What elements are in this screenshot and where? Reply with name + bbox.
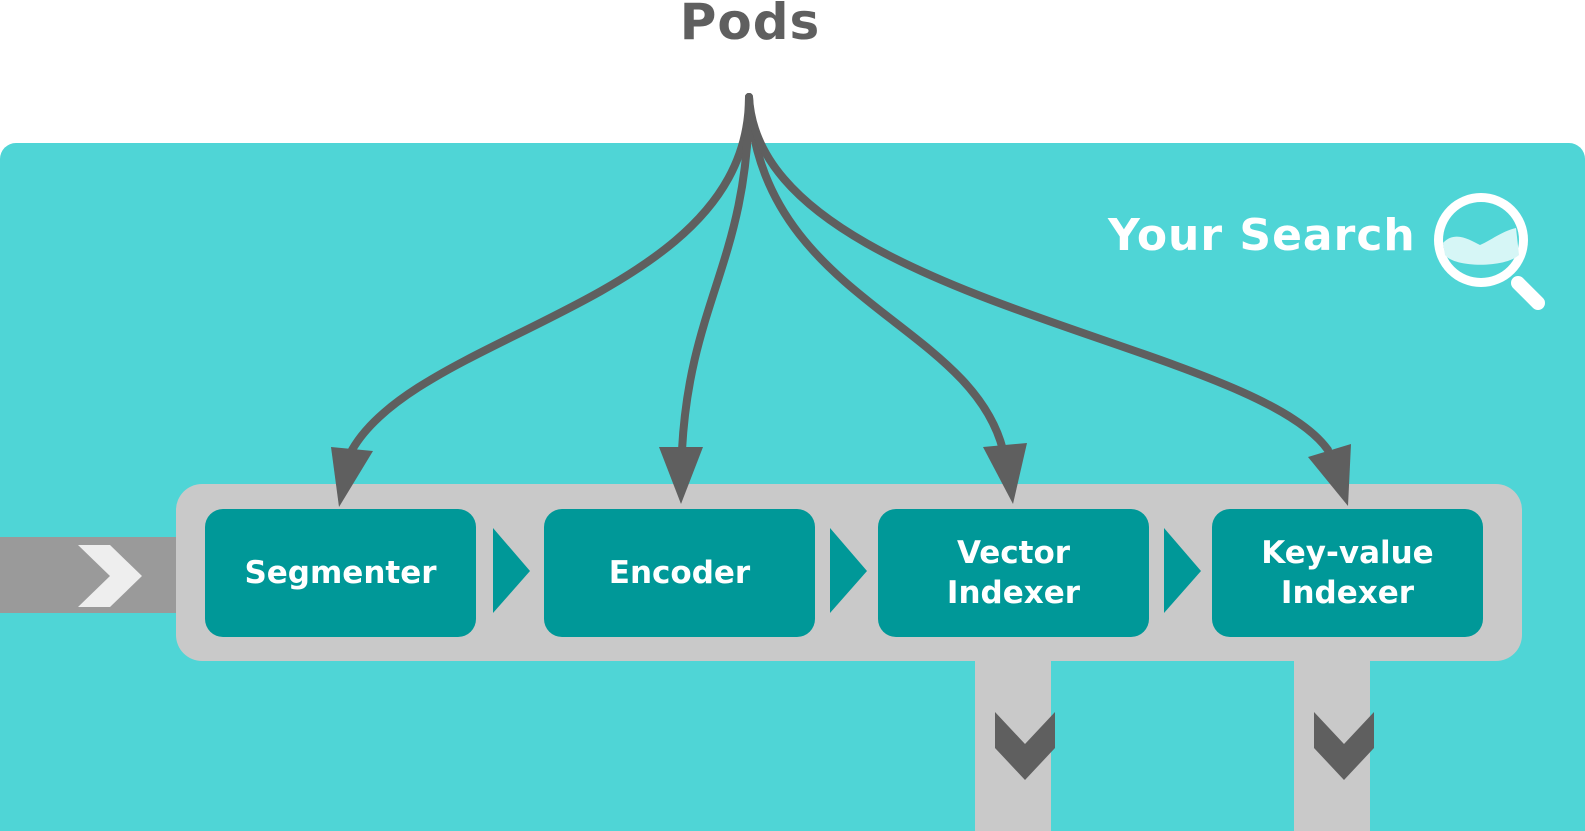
- chevron-down-icon: [1314, 712, 1374, 780]
- arrowhead-segmenter: [331, 447, 373, 507]
- pod-segmenter: Segmenter: [205, 509, 476, 637]
- diagram-title: Pods: [679, 0, 821, 51]
- triangle-right-icon: [830, 528, 867, 613]
- arrow-to-segmenter: [348, 93, 753, 454]
- arrowhead-key-value-indexer: [1308, 444, 1351, 506]
- pod-key-value-indexer: Key-value Indexer: [1212, 509, 1483, 637]
- arrow-to-vector-indexer: [745, 93, 1007, 454]
- arrow-to-key-value-indexer: [745, 93, 1332, 454]
- pod-encoder: Encoder: [544, 509, 815, 637]
- chevron-right-icon: [78, 545, 142, 607]
- chevron-down-icon: [995, 712, 1055, 780]
- arrow-to-encoder: [678, 93, 753, 454]
- magnifier-wave-icon: [1434, 193, 1545, 310]
- arrowhead-encoder: [659, 447, 703, 504]
- triangle-right-icon: [1164, 528, 1201, 613]
- triangle-right-icon: [493, 528, 530, 613]
- brand-label: Your Search: [1108, 210, 1416, 261]
- arrowhead-vector-indexer: [983, 443, 1027, 504]
- pod-vector-indexer: Vector Indexer: [878, 509, 1149, 637]
